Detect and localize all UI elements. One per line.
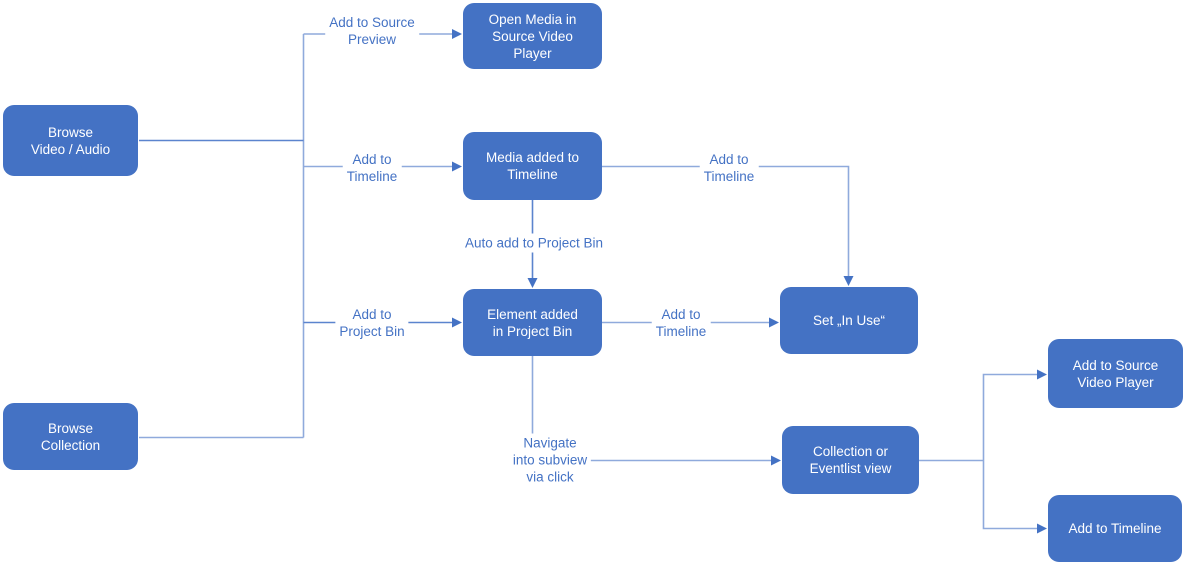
node-browse-collection: Browse Collection bbox=[3, 403, 138, 470]
connector-collection-to-timeline bbox=[982, 460, 1047, 534]
node-label: Add to Source Video Player bbox=[1072, 357, 1159, 390]
edge-label-add-to-timeline-branch: Add to Timeline bbox=[342, 150, 402, 186]
edge-label-navigate-into-subview: Navigate into subview via click bbox=[508, 433, 592, 487]
node-element-added-in-project-bin: Element added in Project Bin bbox=[463, 289, 602, 356]
node-add-to-source-video-player: Add to Source Video Player bbox=[1048, 339, 1183, 408]
edge-label-add-to-source-preview: Add to Source Preview bbox=[325, 13, 419, 49]
connector-collection-to-source-player bbox=[982, 369, 1047, 461]
edge-label-auto-add-to-project-bin: Auto add to Project Bin bbox=[460, 233, 608, 253]
edge-label-add-to-timeline-mid: Add to Timeline bbox=[651, 305, 711, 341]
connector-media-to-set-in-use bbox=[602, 165, 854, 286]
node-label: Browse Video / Audio bbox=[30, 124, 111, 157]
node-label: Browse Collection bbox=[40, 420, 101, 453]
node-collection-or-eventlist-view: Collection or Eventlist view bbox=[782, 426, 919, 494]
node-label: Element added in Project Bin bbox=[487, 306, 578, 339]
node-label: Collection or Eventlist view bbox=[809, 444, 892, 476]
node-media-added-to-timeline: Media added to Timeline bbox=[463, 132, 602, 200]
edge-label-add-to-timeline-right: Add to Timeline bbox=[699, 150, 759, 186]
node-browse-video-audio: Browse Video / Audio bbox=[3, 105, 138, 176]
node-open-media-source-video-player: Open Media in Source Video Player bbox=[463, 3, 602, 69]
node-label: Add to Timeline bbox=[1068, 521, 1162, 536]
node-label: Open Media in Source Video Player bbox=[488, 11, 577, 61]
edge-label-add-to-project-bin: Add to Project Bin bbox=[335, 305, 409, 341]
node-set-in-use: Set „In Use“ bbox=[780, 287, 918, 354]
node-label: Media added to Timeline bbox=[485, 150, 580, 182]
node-add-to-timeline: Add to Timeline bbox=[1048, 495, 1182, 562]
node-label: Set „In Use“ bbox=[812, 313, 886, 328]
